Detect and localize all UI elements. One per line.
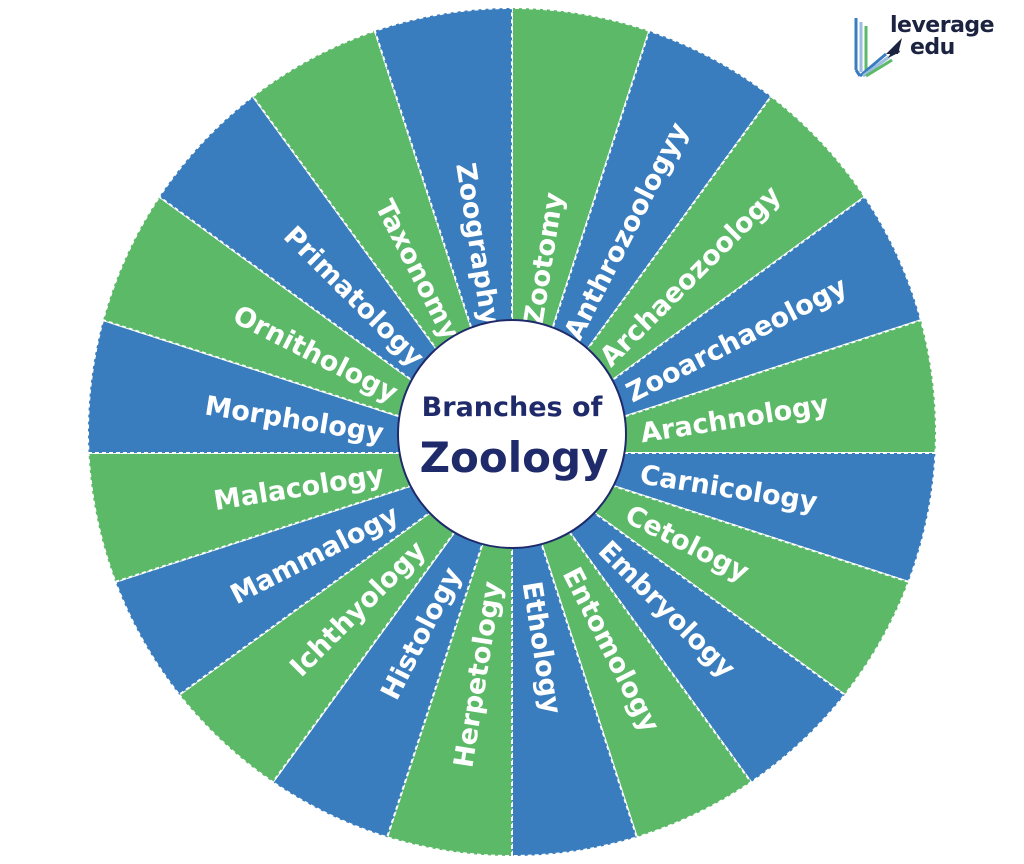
center-title-line2: Zoology bbox=[420, 433, 609, 482]
wheel-segments bbox=[87, 6, 937, 858]
leverage-edu-logo: leverage edu bbox=[852, 14, 1002, 80]
center-title-line1: Branches of bbox=[422, 392, 603, 423]
wheel-segment bbox=[511, 452, 639, 858]
center-circle bbox=[397, 319, 627, 549]
wheel-segment bbox=[177, 452, 513, 784]
rocket-pencil-icon bbox=[854, 18, 902, 78]
wheel-segment bbox=[511, 452, 937, 584]
wheel-segment bbox=[114, 452, 513, 697]
logo-text-edu: edu bbox=[910, 35, 955, 60]
wheel-segment bbox=[271, 452, 513, 839]
logo-text-leverage: leverage bbox=[890, 13, 995, 38]
wheel-segment bbox=[511, 452, 753, 839]
wheel-segment bbox=[385, 452, 513, 858]
wheel-segment bbox=[511, 452, 910, 697]
